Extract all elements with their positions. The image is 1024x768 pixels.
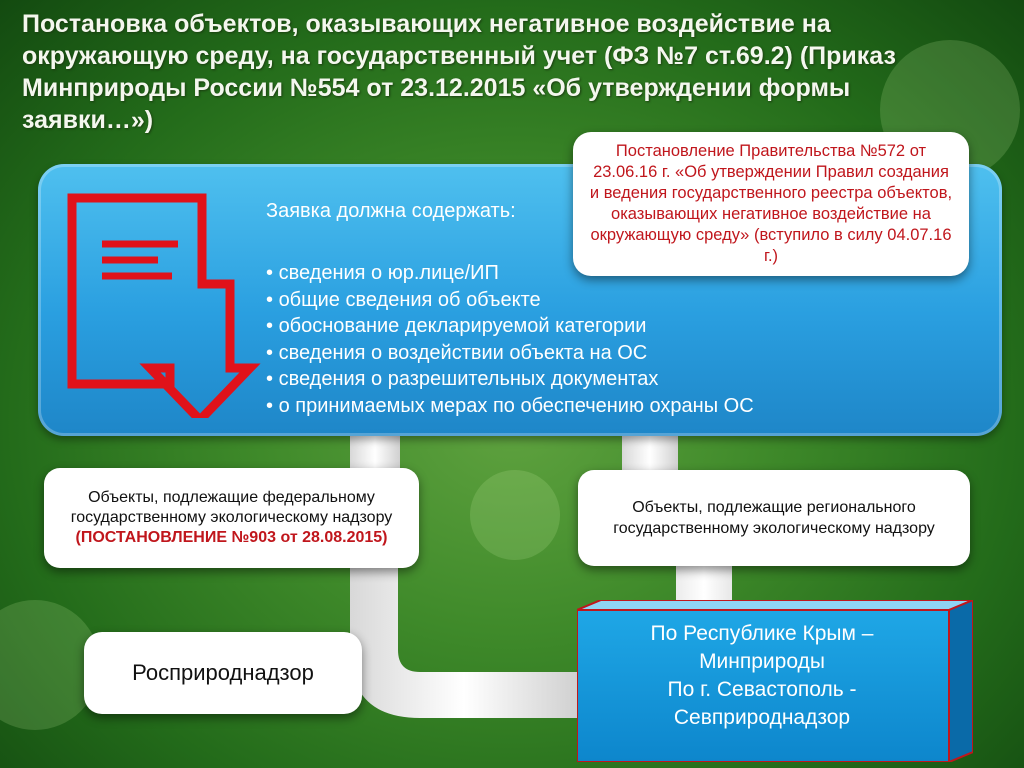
document-download-icon (67, 193, 261, 418)
rosprirodnadzor-label: Росприроднадзор (132, 660, 314, 685)
list-item: сведения о разрешительных документах (266, 366, 754, 393)
arrow-left-curve (350, 566, 578, 718)
federal-supervision-box: Объекты, подлежащие федеральному государ… (44, 468, 419, 568)
rosprirodnadzor-box: Росприроднадзор (84, 632, 362, 714)
requirements-heading: Заявка должна содержать: (266, 200, 516, 222)
crimea-line: Севприроднадзор (673, 706, 851, 729)
federal-decree: (ПОСТАНОВЛЕНИЕ №903 от 28.08.2015) (75, 529, 388, 546)
regional-supervision-box: Объекты, подлежащие регионального госуда… (578, 470, 970, 566)
slide-title: Постановка объектов, оказывающих негатив… (22, 10, 896, 134)
crimea-sevastopol-box (577, 600, 973, 762)
federal-text: Объекты, подлежащие федеральному государ… (70, 489, 393, 526)
background-bokeh (470, 470, 560, 560)
arrow-right-upper (622, 430, 678, 472)
background-bokeh (0, 600, 100, 730)
list-item: сведения о юр.лице/ИП (266, 260, 754, 287)
federal-supervision-text: Объекты, подлежащие федеральному государ… (60, 488, 403, 548)
arrow-left-upper (350, 430, 400, 472)
crimea-sevastopol-text: По Республике Крым – Минприроды По г. Се… (584, 620, 940, 732)
list-item: сведения о воздействии объекта на ОС (266, 340, 754, 367)
crimea-line: По Республике Крым – (650, 622, 874, 645)
government-decree-text: Постановление Правительства №572 от 23.0… (589, 142, 953, 265)
list-item: обоснование декларируемой категории (266, 313, 754, 340)
list-item: о принимаемых мерах по обеспечению охран… (266, 393, 754, 420)
list-item: общие сведения об объекте (266, 287, 754, 314)
regional-text: Объекты, подлежащие регионального госуда… (613, 499, 935, 537)
crimea-line: По г. Севастополь - (667, 678, 857, 701)
crimea-line: Минприроды (699, 650, 825, 673)
requirements-list: сведения о юр.лице/ИП общие сведения об … (266, 260, 754, 419)
government-decree-box: Постановление Правительства №572 от 23.0… (573, 132, 969, 276)
requirements-panel: Заявка должна содержать: сведения о юр.л… (38, 164, 1002, 436)
